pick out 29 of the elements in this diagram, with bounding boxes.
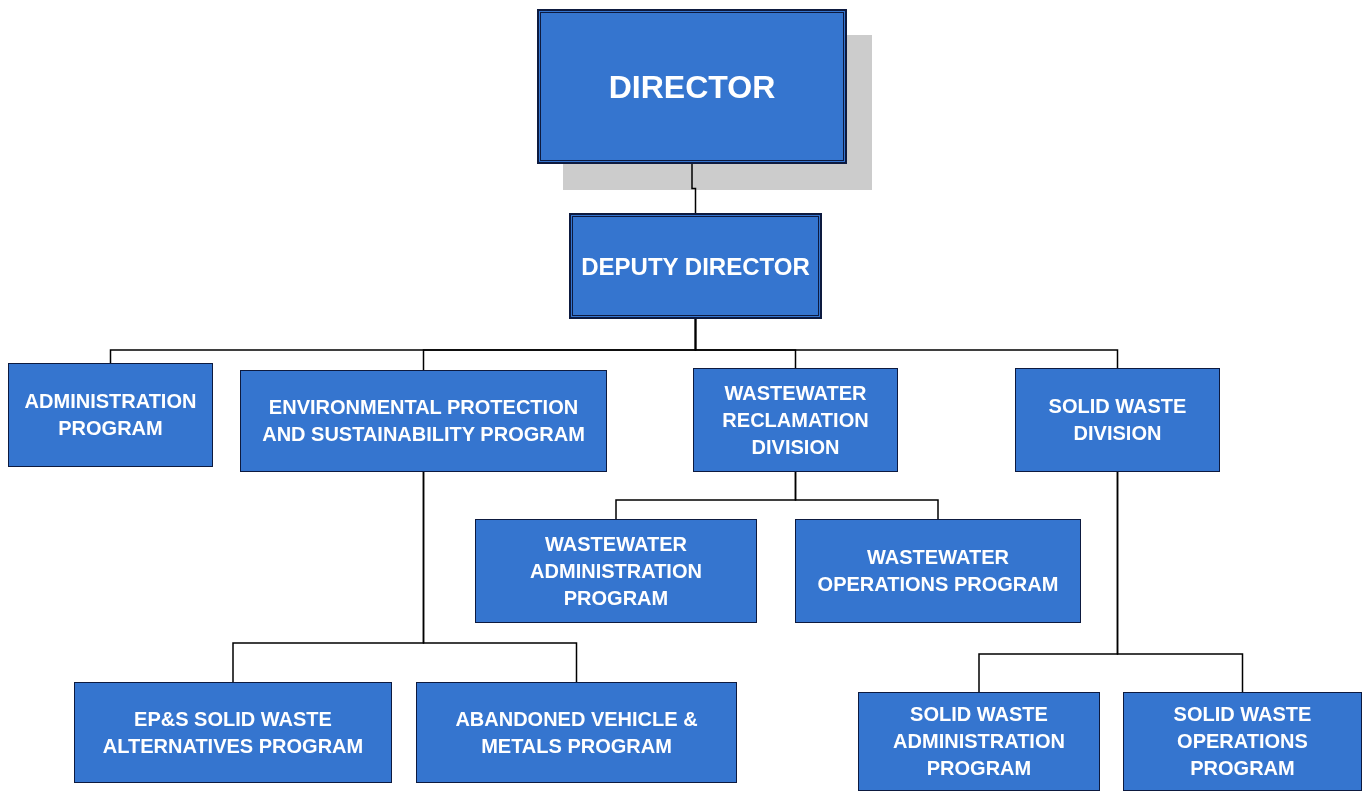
org-box (538, 10, 846, 163)
org-box (416, 682, 737, 783)
connector-line (1116, 471, 1244, 693)
org-box (693, 368, 898, 472)
org-box (795, 519, 1081, 623)
box-title: ADMINISTRATION PROGRAM (23, 389, 198, 441)
box-title: ABANDONED VEHICLE & METALS PROGRAM (454, 706, 699, 759)
box-title: WASTEWATER RECLAMATION DIVISION (721, 380, 870, 460)
box-title: WASTEWATER ADMINISTRATION PROGRAM (529, 531, 703, 611)
org-box (240, 370, 607, 472)
box-title: ENVIRONMENTAL PROTECTION AND SUSTAINABILITY PROGRAM (261, 395, 586, 447)
org-box (1123, 692, 1362, 791)
connector-line (422, 471, 578, 683)
connector-line (694, 317, 1119, 369)
box-title: DIRECTOR (608, 67, 776, 107)
org-box (74, 682, 392, 783)
org-box (8, 363, 213, 467)
connector-line (691, 162, 697, 215)
box-title: EP&S SOLID WASTE ALTERNATIVES PROGRAM (101, 706, 365, 759)
org-box (570, 214, 821, 318)
box-title: SOLID WASTE OPERATIONS PROGRAM (1172, 702, 1313, 781)
org-box (1015, 368, 1220, 472)
box-title: SOLID WASTE ADMINISTRATION PROGRAM (892, 702, 1066, 781)
org-box (475, 519, 757, 623)
org-box (858, 692, 1100, 791)
box-title: DEPUTY DIRECTOR (581, 251, 810, 282)
connector-line (794, 471, 939, 520)
box-title: SOLID WASTE DIVISION (1047, 394, 1188, 446)
box-title: WASTEWATER OPERATIONS PROGRAM (816, 545, 1060, 597)
